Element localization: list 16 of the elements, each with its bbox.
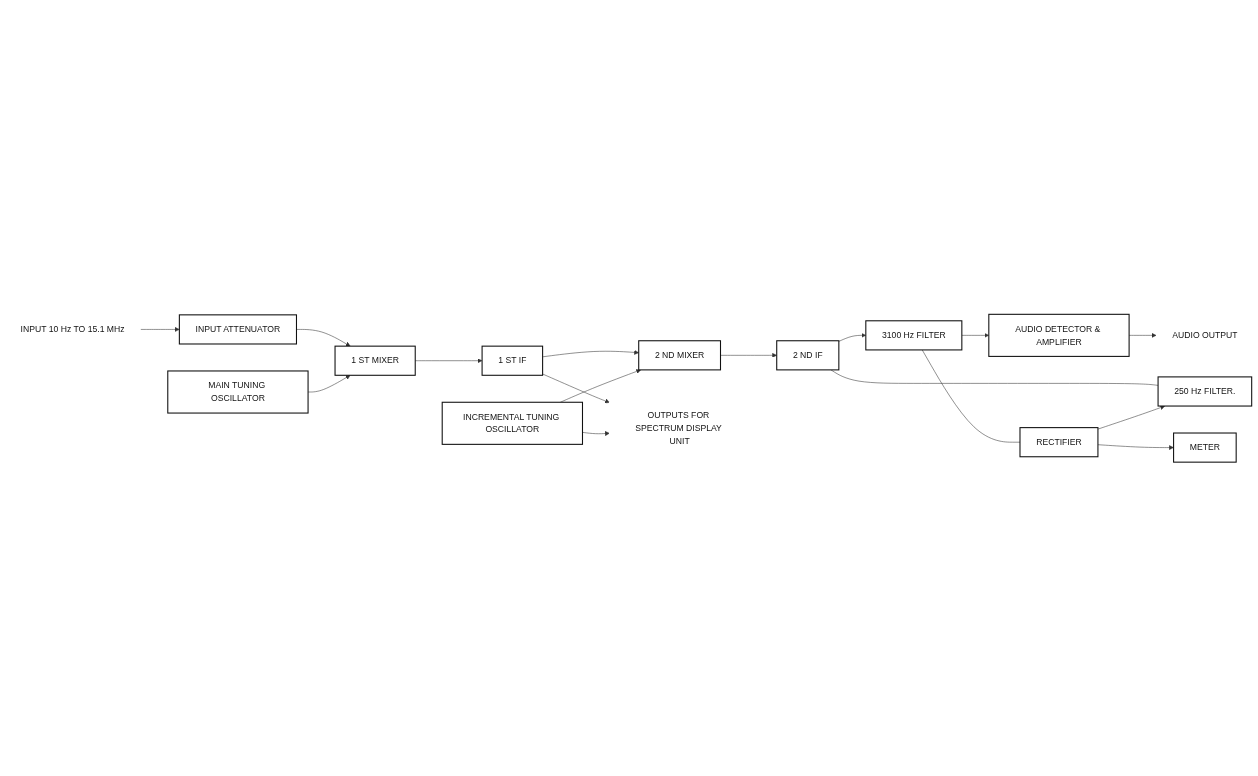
node-text: OUTPUTS FOR SPECTRUM DISPLAY UNIT <box>635 410 722 446</box>
node-box: 3100 Hz FILTER <box>865 320 963 351</box>
node-box: METER <box>1173 432 1237 463</box>
node-text: AUDIO OUTPUT <box>1172 330 1238 340</box>
node-box: INPUT ATTENUATOR <box>178 314 298 345</box>
node-box: RECTIFIER <box>1019 426 1099 458</box>
node-box: 1 ST IF <box>481 345 544 376</box>
connector <box>830 369 1159 386</box>
node-text: INPUT 10 Hz TO 15.1 MHz <box>20 324 125 334</box>
node-box: 2 ND MIXER <box>638 339 722 371</box>
node-box: AUDIO DETECTOR & AMPLIFIER <box>988 313 1130 357</box>
node-box: INCREMENTAL TUNING OSCILLATOR <box>441 401 584 445</box>
node-box: 1 ST MIXER <box>334 345 416 376</box>
node-box: 250 Hz FILTER. <box>1157 376 1253 407</box>
node-box: 2 ND IF <box>776 339 840 371</box>
node-box: MAIN TUNING OSCILLATOR <box>167 370 309 414</box>
